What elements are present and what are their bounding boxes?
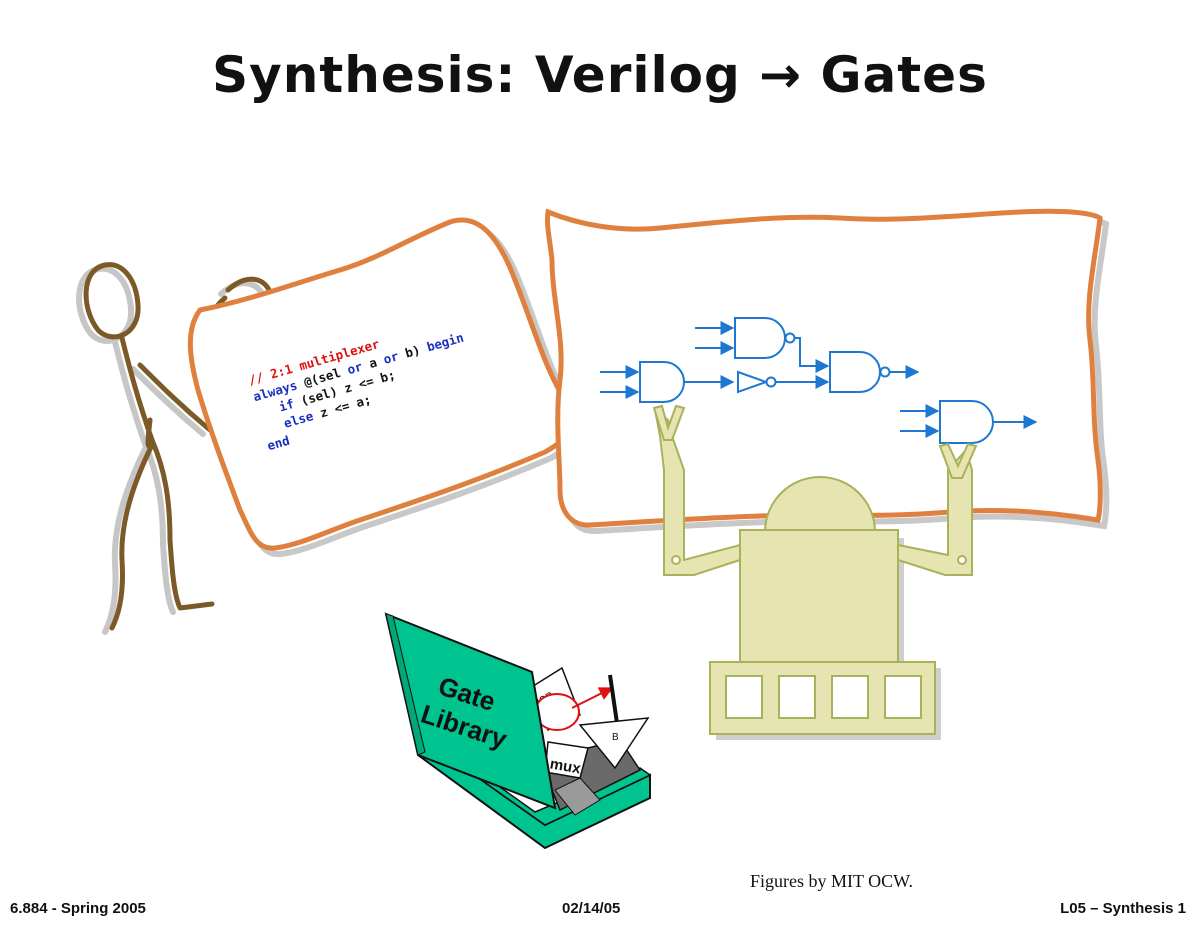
code-keyword-end: end [265, 433, 291, 454]
card-label-mux: mux [549, 755, 583, 777]
slide-title: Synthesis: Verilog → Gates [212, 46, 988, 104]
figure-credit: Figures by MIT OCW. [750, 871, 914, 891]
gate-library-box: ion B mux Gate Library [384, 612, 652, 850]
gate-network [600, 317, 1038, 444]
footer-lecture: L05 – Synthesis 1 [1060, 900, 1186, 917]
card-label-b: B [612, 732, 619, 743]
verilog-paper: // 2:1 multiplexer always @(sel or a or … [187, 217, 582, 558]
footer-date: 02/14/05 [562, 900, 621, 917]
footer-course: 6.884 - Spring 2005 [10, 900, 146, 917]
robot [652, 404, 978, 740]
code-keyword-if: if [277, 396, 296, 415]
